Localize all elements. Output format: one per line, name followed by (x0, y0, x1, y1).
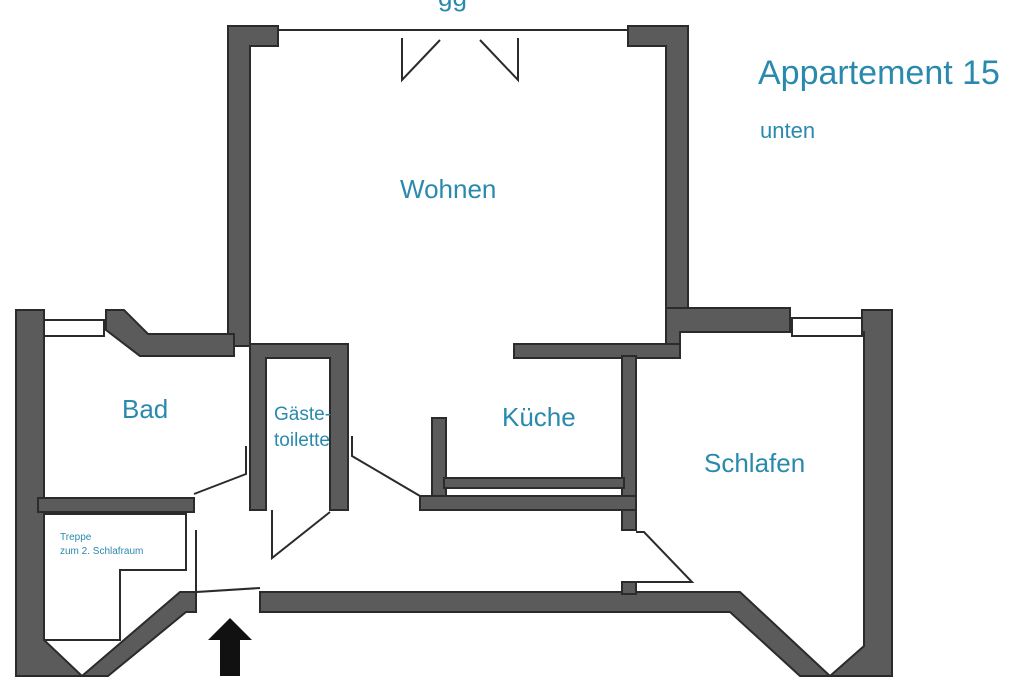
wall-kueche-top (513, 343, 681, 359)
wall-bottom-main (259, 591, 833, 677)
door-wohnen-left (401, 38, 441, 83)
room-label-bad: Bad (122, 394, 168, 424)
window-schlafen (791, 317, 863, 337)
wall-kueche-right (621, 355, 637, 531)
wall-right-outer (827, 309, 893, 677)
door-kueche (351, 436, 421, 497)
room-label-kueche: Küche (502, 402, 576, 432)
wall-schlafen-top (665, 307, 791, 357)
wall-wohnen-right (627, 25, 689, 309)
wall-wohnen-left (227, 25, 279, 347)
room-label-wohnen: Wohnen (400, 174, 496, 204)
wall-bad-bottom (37, 497, 195, 513)
wall-post (621, 581, 637, 595)
wall-bottom-left (79, 591, 197, 677)
wall-kueche-bottom (419, 495, 637, 511)
stairs-outline (44, 513, 187, 641)
room-label-treppe-2: zum 2. Schlafraum (60, 546, 143, 557)
stairs (44, 513, 187, 641)
door-gaeste (271, 510, 331, 561)
room-label-treppe-1: Treppe (60, 532, 92, 543)
wall-gaeste (249, 343, 349, 511)
plan-title: Appartement 15 (758, 54, 1000, 92)
windows (43, 29, 863, 337)
entrance-arrow-icon (208, 618, 252, 676)
door-entrance (195, 530, 261, 594)
door-schlafen (634, 531, 695, 583)
top-cut-label: gg (438, 0, 467, 12)
room-label-gaeste-1: Gäste- (274, 404, 331, 425)
doors (193, 38, 695, 594)
wall-left-outer (15, 309, 85, 677)
room-label-schlafen: Schlafen (704, 448, 805, 478)
window-bad (43, 319, 105, 337)
door-bad (193, 446, 247, 495)
door-wohnen-right (479, 38, 519, 83)
plan-subtitle: unten (760, 118, 815, 143)
wall-bad-top (105, 309, 235, 357)
kueche-counter (443, 477, 625, 489)
room-label-gaeste-2: toilette (274, 430, 330, 451)
walls (15, 25, 893, 677)
